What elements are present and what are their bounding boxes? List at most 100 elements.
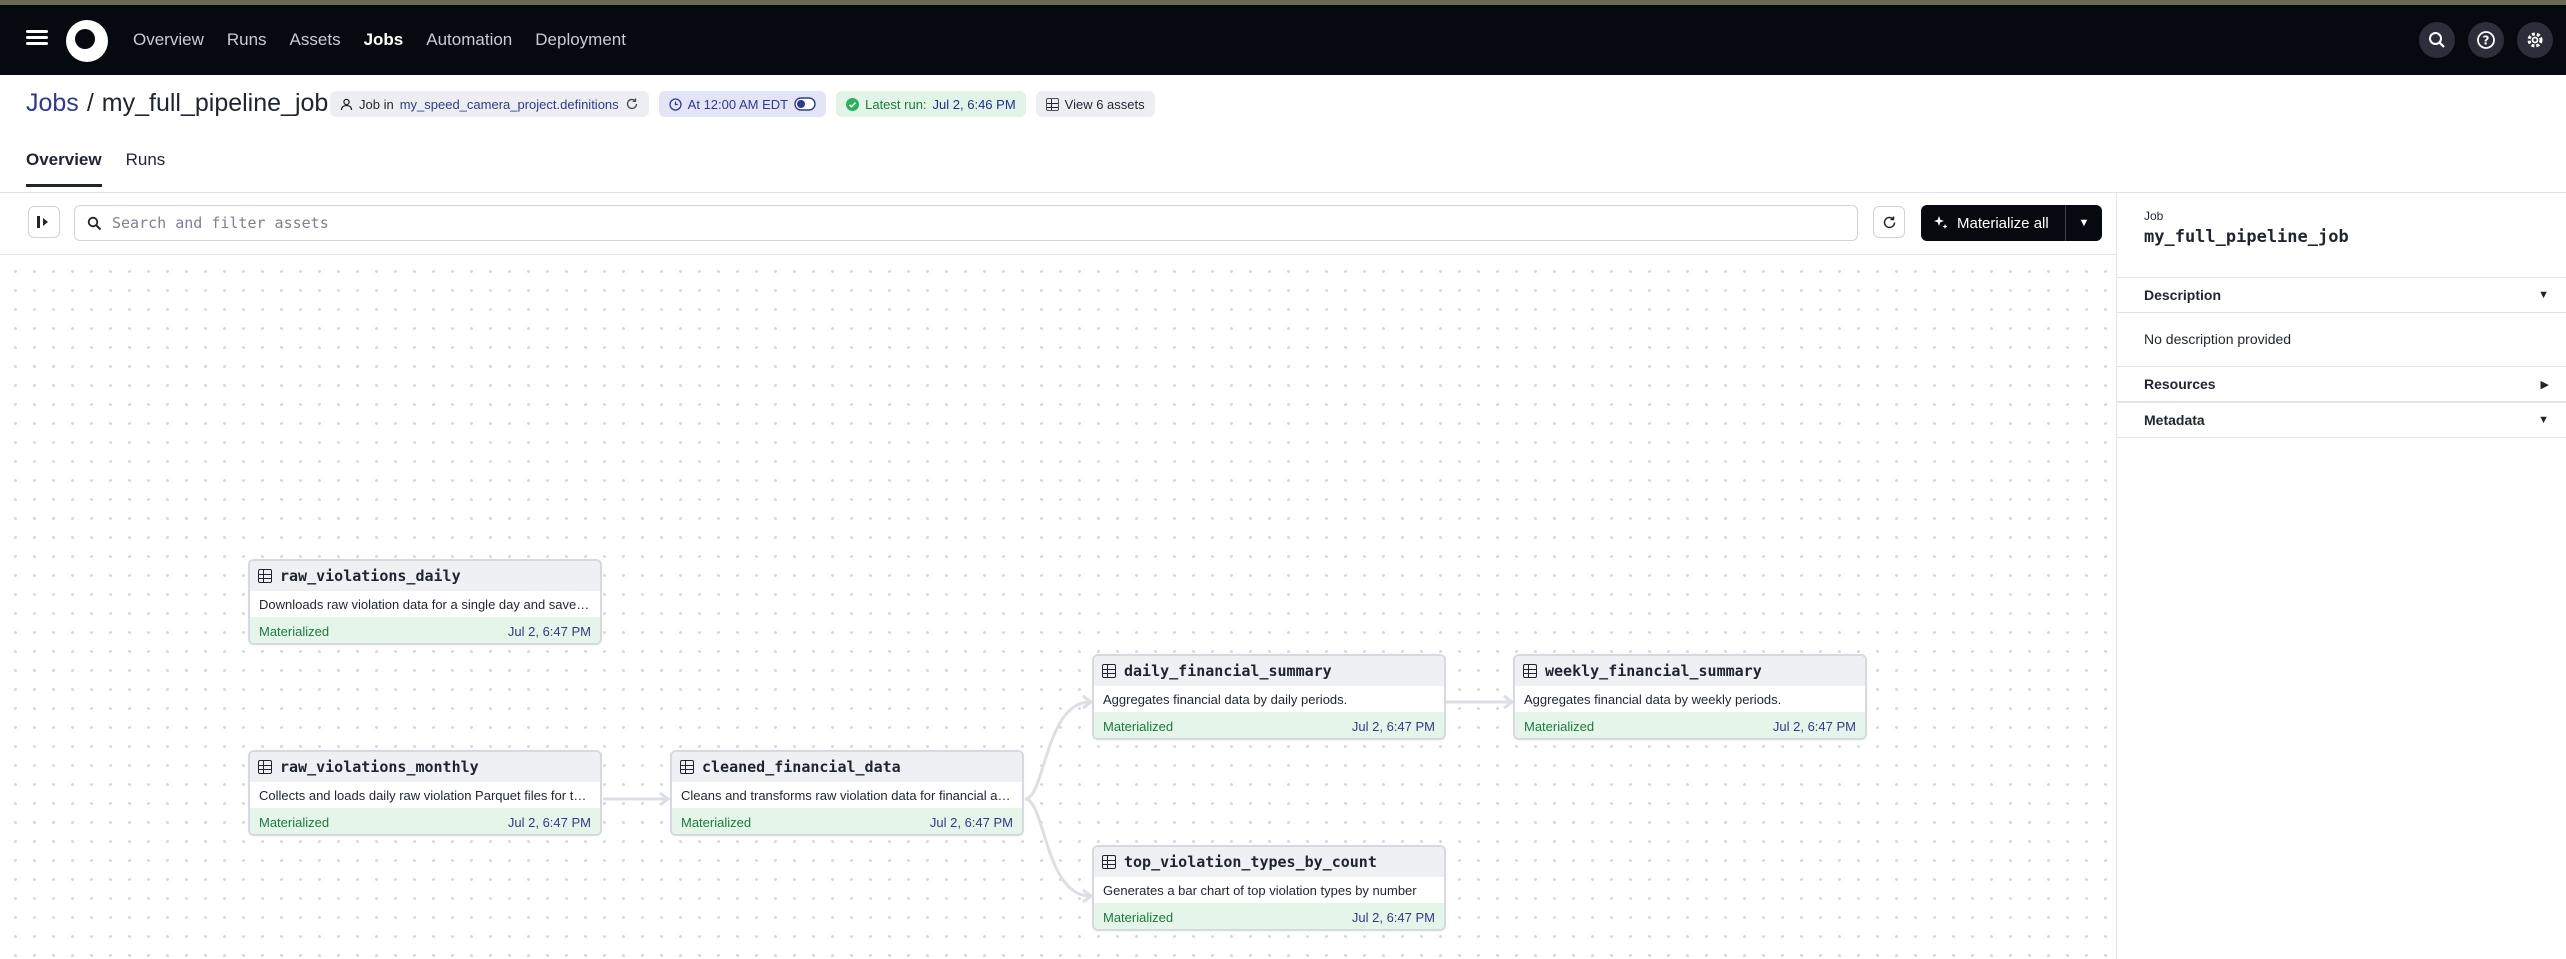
asset-status: Materialized (681, 814, 752, 830)
help-icon[interactable]: ? (2468, 22, 2504, 58)
breadcrumb-jobs-link[interactable]: Jobs (26, 89, 79, 117)
page-title: my_full_pipeline_job (101, 89, 329, 117)
asset-description: Collects and loads daily raw violation P… (259, 787, 591, 803)
asset-status-row: Materialized Jul 2, 6:47 PM (1094, 903, 1444, 929)
edge-cleaned-to-top-violations (1024, 797, 1091, 898)
page-header: Jobs / my_full_pipeline_job Job in my_sp… (0, 75, 2566, 193)
hamburger-menu-icon[interactable] (24, 27, 50, 53)
clock-icon (669, 97, 682, 111)
materialize-all-main[interactable]: Materialize all (1921, 205, 2066, 241)
table-icon (258, 760, 272, 774)
nav-assets[interactable]: Assets (289, 30, 341, 49)
table-icon (1045, 97, 1059, 111)
arrowhead (1082, 694, 1094, 710)
latest-run-tag[interactable]: Latest run: Jul 2, 6:46 PM (836, 91, 1026, 117)
asset-status-row: Materialized Jul 2, 6:47 PM (672, 808, 1022, 834)
asset-node-top-violation-types-by-count[interactable]: top_violation_types_by_count Generates a… (1092, 845, 1446, 931)
asset-description: Aggregates financial data by weekly peri… (1524, 691, 1782, 707)
section-description[interactable]: Description ▼ (2117, 277, 2566, 313)
search-icon[interactable] (2419, 22, 2455, 58)
breadcrumb: Jobs / my_full_pipeline_job (26, 89, 328, 118)
top-icons: ? (2419, 5, 2566, 75)
asset-status: Materialized (1524, 718, 1595, 734)
chevron-right-icon: ▶ (2540, 378, 2549, 391)
reload-icon[interactable] (625, 97, 639, 111)
asset-node-header: top_violation_types_by_count (1094, 847, 1444, 877)
asset-name: cleaned_financial_data (702, 758, 901, 776)
asset-node-weekly-financial-summary[interactable]: weekly_financial_summary Aggregates fina… (1513, 654, 1867, 740)
view-assets-tag[interactable]: View 6 assets (1035, 91, 1155, 117)
materialize-all-button[interactable]: Materialize all ▼ (1921, 205, 2102, 241)
job-location-link[interactable]: my_speed_camera_project.definitions (399, 96, 619, 112)
asset-materialized-time[interactable]: Jul 2, 6:47 PM (507, 623, 591, 639)
section-resources[interactable]: Resources ▶ (2117, 366, 2566, 402)
schedule-tag[interactable]: At 12:00 AM EDT (658, 91, 827, 117)
asset-description: Downloads raw violation data for a singl… (259, 596, 591, 612)
asset-name: raw_violations_daily (280, 567, 461, 585)
section-metadata[interactable]: Metadata ▼ (2117, 402, 2566, 438)
asset-search-box[interactable] (74, 205, 1858, 241)
asset-node-raw-violations-monthly[interactable]: raw_violations_monthly Collects and load… (248, 750, 602, 836)
table-icon (258, 569, 272, 583)
asset-node-daily-financial-summary[interactable]: daily_financial_summary Aggregates finan… (1092, 654, 1446, 740)
arrowhead (1503, 694, 1515, 710)
asset-node-header: raw_violations_monthly (250, 752, 600, 782)
schedule-toggle-icon[interactable] (794, 97, 816, 111)
job-location-tag[interactable]: Job in my_speed_camera_project.definitio… (330, 91, 649, 117)
success-check-icon (846, 97, 860, 111)
nav-overview[interactable]: Overview (133, 30, 204, 49)
asset-status-row: Materialized Jul 2, 6:47 PM (1515, 712, 1865, 738)
refresh-icon (1883, 216, 1895, 228)
asset-status-row: Materialized Jul 2, 6:47 PM (250, 808, 600, 834)
nav-automation[interactable]: Automation (426, 30, 513, 49)
asset-node-header: cleaned_financial_data (672, 752, 1022, 782)
gear-icon[interactable] (2517, 22, 2553, 58)
materialize-all-label: Materialize all (1957, 214, 2049, 232)
tab-runs[interactable]: Runs (125, 150, 166, 169)
asset-node-cleaned-financial-data[interactable]: cleaned_financial_data Cleans and transf… (670, 750, 1024, 836)
asset-status: Materialized (1103, 909, 1174, 925)
asset-materialized-time[interactable]: Jul 2, 6:47 PM (507, 814, 591, 830)
table-icon (1102, 855, 1116, 869)
asset-materialized-time[interactable]: Jul 2, 6:47 PM (1351, 718, 1435, 734)
nav-jobs[interactable]: Jobs (363, 30, 404, 49)
asset-node-header: raw_violations_daily (250, 561, 600, 591)
asset-graph-canvas[interactable]: raw_violations_daily Downloads raw viola… (0, 256, 2116, 959)
sidebar-toggle-icon (37, 216, 48, 228)
asset-description: Generates a bar chart of top violation t… (1103, 882, 1417, 898)
svg-text:?: ? (2483, 34, 2490, 48)
asset-materialized-time[interactable]: Jul 2, 6:47 PM (1351, 909, 1435, 925)
latest-run-link[interactable]: Jul 2, 6:46 PM (932, 96, 1016, 112)
asset-node-raw-violations-daily[interactable]: raw_violations_daily Downloads raw viola… (248, 559, 602, 645)
arrowhead (659, 791, 671, 807)
asset-status: Materialized (259, 623, 330, 639)
nav-runs[interactable]: Runs (226, 30, 267, 49)
table-icon (1523, 664, 1537, 678)
tab-overview[interactable]: Overview (26, 150, 102, 187)
asset-materialized-time[interactable]: Jul 2, 6:47 PM (929, 814, 1013, 830)
graph-toolbar: Materialize all ▼ (0, 193, 2116, 255)
section-resources-title: Resources (2144, 376, 2216, 392)
chevron-down-icon: ▼ (2538, 289, 2549, 301)
asset-name: top_violation_types_by_count (1124, 853, 1377, 871)
asset-status: Materialized (1103, 718, 1174, 734)
refresh-button[interactable] (1873, 206, 1905, 238)
asset-description: Aggregates financial data by daily perio… (1103, 691, 1348, 707)
asset-status-row: Materialized Jul 2, 6:47 PM (1094, 712, 1444, 738)
asset-node-header: daily_financial_summary (1094, 656, 1444, 686)
view-assets-label: View 6 assets (1064, 96, 1145, 112)
edge-cleaned-to-daily-summary (1024, 700, 1091, 801)
asset-materialized-time[interactable]: Jul 2, 6:47 PM (1772, 718, 1856, 734)
tab-bar: Overview Runs (26, 150, 165, 187)
panel-title: my_full_pipeline_job (2144, 227, 2349, 247)
toggle-sidebar-button[interactable] (28, 206, 60, 238)
asset-search-input[interactable] (112, 214, 1812, 232)
asset-status: Materialized (259, 814, 330, 830)
job-details-panel: Job my_full_pipeline_job Description ▼ N… (2116, 193, 2566, 959)
search-icon (87, 216, 102, 230)
dagster-logo[interactable] (66, 20, 108, 62)
asset-description: Cleans and transforms raw violation data… (681, 787, 1013, 803)
materialize-dropdown-icon[interactable]: ▼ (2078, 217, 2090, 229)
user-icon (340, 98, 353, 110)
nav-deployment[interactable]: Deployment (535, 30, 626, 49)
